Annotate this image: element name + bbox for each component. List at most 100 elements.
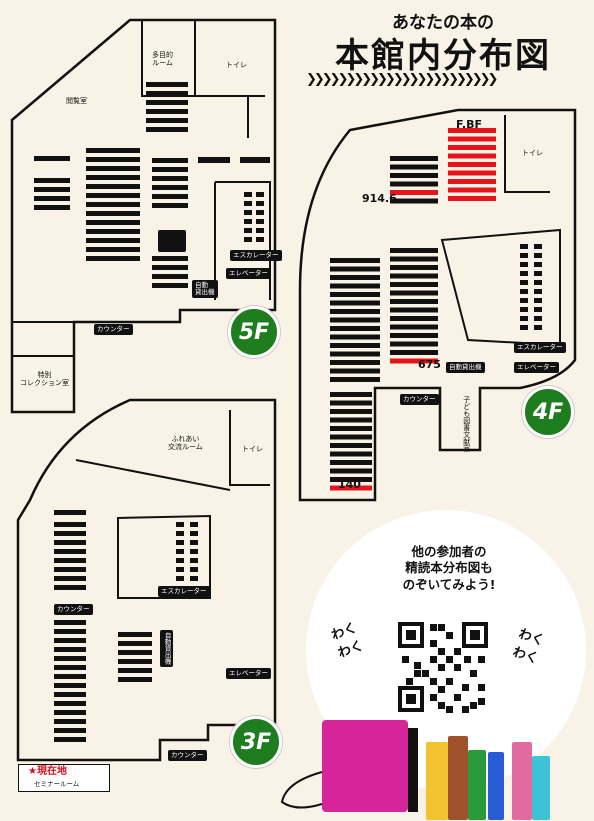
room-children: 子ども図書文献室 (462, 396, 471, 452)
escalator-step-4f (534, 289, 542, 294)
escalator-step-4f (534, 253, 542, 258)
shelf-3f (54, 692, 86, 697)
shelf-4f (390, 333, 438, 338)
shelf-5f (146, 100, 188, 105)
callno-914: 914.6 (362, 192, 397, 205)
shelf-4f (390, 248, 438, 253)
escalator-step-4f (520, 253, 528, 258)
shelf-3f (54, 656, 86, 661)
room-toilet-3f: トイレ (242, 445, 263, 453)
shelf-4f (448, 196, 496, 201)
shelf-5f (146, 91, 188, 96)
shelf-4f (330, 283, 380, 289)
shelf-3f (54, 638, 86, 643)
shelf-4f (330, 451, 372, 457)
shelf-3f (54, 585, 86, 590)
shelf-5f (152, 194, 188, 199)
shelf-4f (448, 187, 496, 193)
counter-3f-bottom: カウンター (168, 750, 207, 762)
shelf-5f (152, 256, 188, 261)
shelf-3f (54, 719, 86, 724)
shelf-3f (118, 650, 152, 655)
shelf-3f (54, 674, 86, 679)
shelf-3f (54, 728, 86, 733)
shelf-4f (330, 360, 380, 365)
shelf-4f (448, 179, 496, 184)
shelf-4f (330, 392, 372, 397)
shelf-4f (390, 198, 438, 204)
pillar-5f (158, 230, 186, 252)
counter-4f: カウンター (400, 394, 439, 406)
escalator-step-3f (190, 531, 198, 536)
shelf-5f (34, 178, 70, 183)
escalator-step-5f (256, 237, 264, 242)
qr-module (430, 694, 437, 701)
shelf-5f (86, 193, 140, 198)
shelf-4f (390, 181, 438, 187)
room-special-collection: 特別 コレクション室 (20, 371, 69, 387)
elevator-3f: エレベーター (226, 668, 271, 680)
escalator-step-4f (534, 316, 542, 321)
escalator-step-3f (190, 576, 198, 581)
floor-4-outline (298, 108, 577, 502)
shelf-4f (330, 292, 380, 297)
shelf-5f (86, 175, 140, 180)
shelf-4f (448, 136, 496, 142)
shelf-4f (330, 351, 380, 357)
current-location-box (18, 764, 110, 792)
shelf-5f (86, 202, 140, 207)
shelf-5f (152, 274, 188, 279)
callno-675: 675 (418, 358, 441, 371)
qr-module (446, 706, 453, 713)
shelf-5f (86, 157, 140, 162)
room-toilet-4f: トイレ (522, 149, 543, 157)
shelf-4f (390, 350, 438, 355)
shelf-3f (54, 647, 86, 652)
qr-module (414, 670, 421, 677)
qr-module (438, 686, 445, 693)
shelf-5f (86, 220, 140, 225)
chevron-divider: ❯❯❯❯❯❯❯❯❯❯❯❯❯❯❯❯❯❯❯❯❯❯❯❯ (306, 72, 498, 87)
escalator-3f: エスカレーター (158, 586, 210, 598)
qr-module (430, 624, 437, 631)
escalator-step-5f (256, 228, 264, 233)
escalator-step-5f (244, 237, 252, 242)
qr-module (464, 656, 471, 663)
book-magenta (322, 720, 408, 812)
shelf-4f (330, 377, 380, 382)
badge-3f: 3F (230, 716, 282, 768)
shelf-4f (330, 309, 380, 314)
escalator-step-4f (534, 244, 542, 249)
shelf-5f (86, 211, 140, 216)
shelf-4f (390, 173, 438, 178)
shelf-5f (152, 185, 188, 190)
qr-module (446, 678, 453, 685)
escalator-step-5f (244, 219, 252, 224)
shelf-5f (86, 166, 140, 171)
shelf-4f (390, 156, 438, 161)
escalator-step-3f (190, 522, 198, 527)
qr-module (470, 702, 477, 709)
shelf-4f (330, 426, 372, 431)
shelf-4f (448, 162, 496, 167)
shelf-3f (118, 632, 152, 637)
qr-code-icon[interactable] (394, 618, 492, 716)
shelf-4f (390, 299, 438, 304)
callno-140: 140 (338, 478, 361, 491)
escalator-step-4f (520, 307, 528, 312)
escalator-step-3f (176, 540, 184, 545)
floor-5-inner-walls (12, 20, 271, 357)
shelf-5f (86, 229, 140, 234)
shelf-4f (390, 190, 438, 195)
shelf-5f (86, 184, 140, 189)
shelf-4f (330, 343, 380, 348)
shelf-5f (240, 157, 270, 163)
escalator-step-3f (190, 549, 198, 554)
counter-5f: カウンター (94, 324, 133, 336)
escalator-step-3f (190, 558, 198, 563)
room-multipurpose: 多目的 ルーム (152, 51, 173, 67)
badge-4f: 4F (522, 386, 574, 438)
shelf-4f (390, 164, 438, 170)
qr-module (478, 656, 485, 663)
